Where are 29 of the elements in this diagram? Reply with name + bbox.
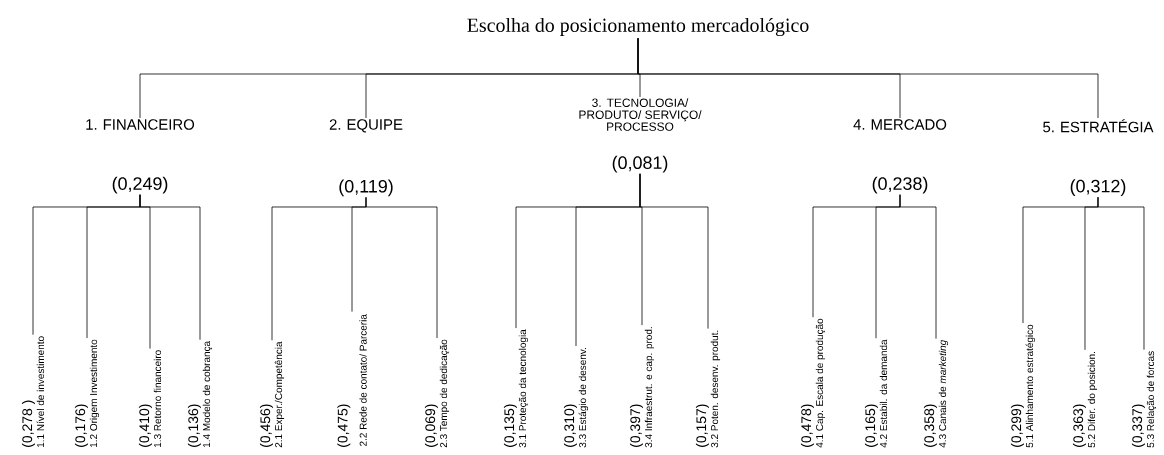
tree-connector — [637, 37, 1099, 119]
sub-criterion-label: (0,176) 1.2 Origem Investimento — [74, 339, 100, 447]
sub-criterion-label: (0,135) 3.1 Proteção da tecnologia — [503, 329, 529, 448]
sub-criterion-label: (0,299) 5.1 Alinhamento estratégico — [1010, 324, 1036, 448]
sub-criterion-label: (0,363) 5.2 Difer. do posicion. — [1072, 352, 1098, 448]
tree-connector — [139, 194, 201, 341]
sub-criterion-label: (0,410) 1.3 Retorno financeiro — [138, 350, 162, 447]
sub-criterion-label: (0,278 ) 1.1 Nível de investimento — [21, 336, 45, 447]
sub-criterion-label: (0,069) 2.3 Tempo de dedicação — [424, 339, 450, 448]
sub-criterion-label: (0,478) 4.1 Cap. Escala de produção — [800, 318, 826, 448]
sub-criterion-label: (0,358) 4.3 Canais de marketing — [923, 339, 949, 448]
criterion-label: 5. ESTRATÉGIA (0,312) — [1043, 119, 1154, 196]
tree-connector — [639, 173, 709, 329]
heading: Escolha do posicionamento mercadológico — [467, 17, 809, 37]
sub-criterion-label: (0,310) 3.3 Estágio de desenv. — [563, 348, 589, 448]
sub-criterion-label: (0,337) 5.3 Relação de forcas — [1131, 351, 1157, 448]
tree-connector — [1097, 196, 1145, 351]
sub-criterion-label: (0,157) 3.2 Poten. desenv. produt. — [695, 330, 721, 448]
criterion-label: 2. EQUIPE (0,119) — [329, 119, 403, 197]
sub-criterion-label: (0,136) 1.4 Modelo de cobrança — [187, 340, 213, 447]
sub-criterion-label: (0,397) 3.4 Infraestrut. e cap. prod. — [629, 327, 655, 448]
sub-criterion-label: (0,456) 2.1 Exper./Competência — [259, 341, 285, 448]
criterion-label: 4. MERCADO (0,238) — [853, 119, 947, 194]
criterion-label: 1. FINANCEIRO (0,249) — [86, 119, 195, 194]
tree-connector — [365, 196, 438, 339]
criterion-label: 3. TECNOLOGIA/ PRODUTO/ SERVIÇO/ PROCESSO (0,081) — [579, 98, 702, 173]
sub-criterion-label: (0,475) 2.2 Rede de contato/ Parceria — [337, 314, 367, 447]
sub-criterion-label: (0,165) 4.2 Estabil. da demanda — [864, 339, 888, 448]
tree-connector — [899, 194, 937, 339]
